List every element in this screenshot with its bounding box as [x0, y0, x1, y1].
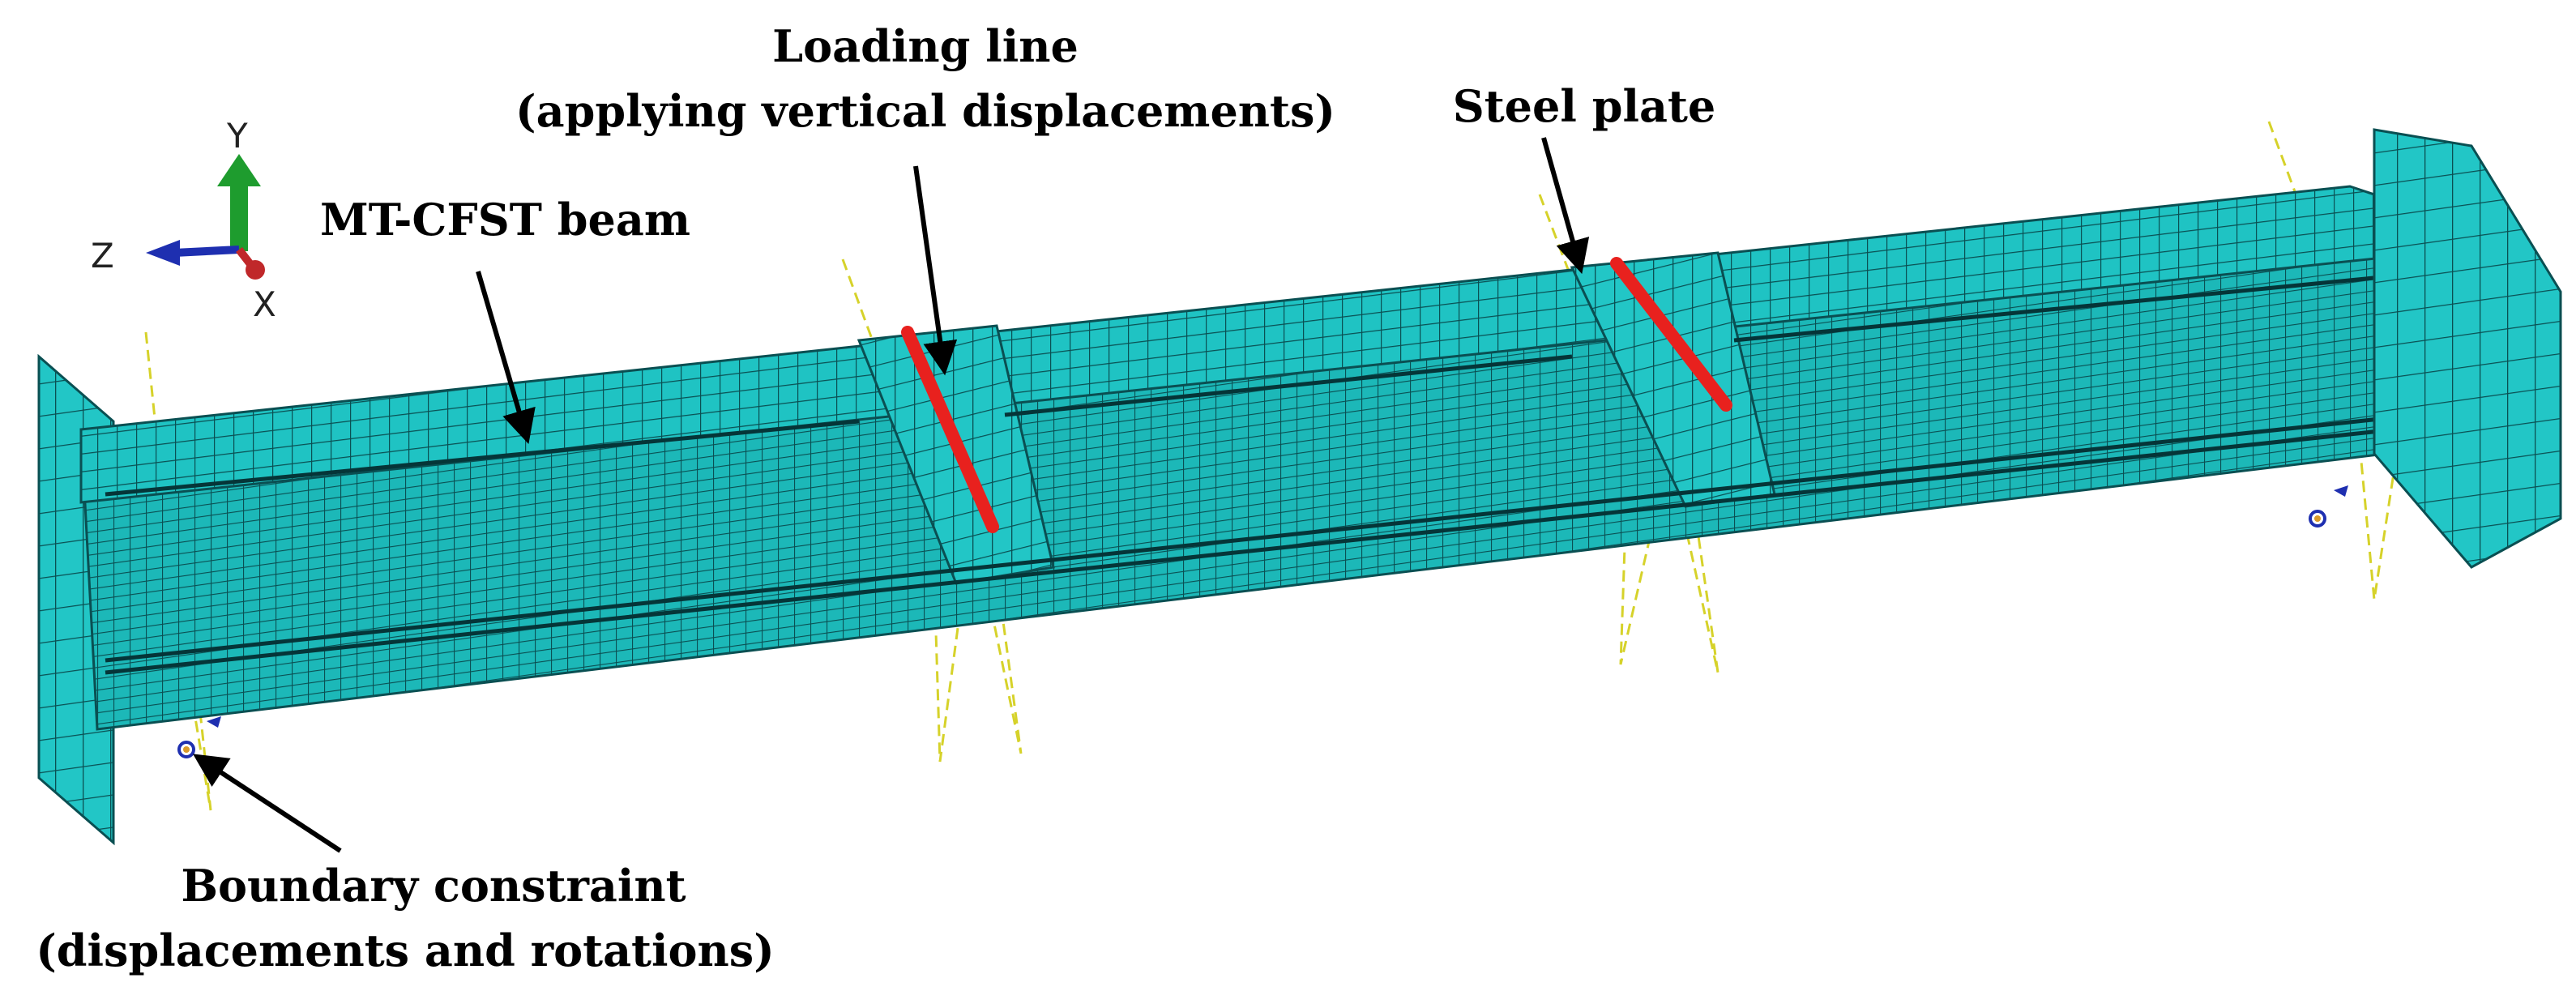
axis-y-label: Y: [226, 116, 248, 156]
axis-z-label: Z: [91, 236, 114, 276]
label-beam: MT-CFST beam: [320, 194, 690, 246]
loading-line-right: [1610, 257, 1732, 412]
arrow-steel-plate: [1541, 137, 1590, 275]
boundary-constraint-right: [2309, 485, 2348, 528]
internal-lines: [105, 273, 2472, 675]
arrow-boundary: [192, 754, 342, 853]
arrow-beam: [476, 271, 536, 445]
label-boundary-sub: (displacements and rotations): [36, 925, 775, 976]
loading-line-left: [901, 326, 999, 533]
axis-z-arrow: [173, 246, 240, 257]
arrow-loading-line: [913, 165, 958, 376]
annotation-arrows: [192, 137, 1590, 853]
label-loading-line-sub: (applying vertical displacements): [515, 85, 1335, 137]
axis-y-head: [217, 154, 261, 186]
right-end-plate: [2373, 128, 2562, 569]
axis-z-head: [146, 240, 180, 266]
label-steel-plate: Steel plate: [1453, 80, 1716, 132]
axis-x-dot: [246, 260, 265, 280]
label-boundary: Boundary constraint: [181, 860, 686, 912]
label-loading-line: Loading line: [772, 20, 1079, 72]
boundary-constraint-left: [177, 716, 221, 758]
outline-section-2: [1538, 194, 1719, 673]
coordinate-triad: Y Z X: [91, 116, 276, 324]
axis-x-label: X: [253, 284, 276, 324]
